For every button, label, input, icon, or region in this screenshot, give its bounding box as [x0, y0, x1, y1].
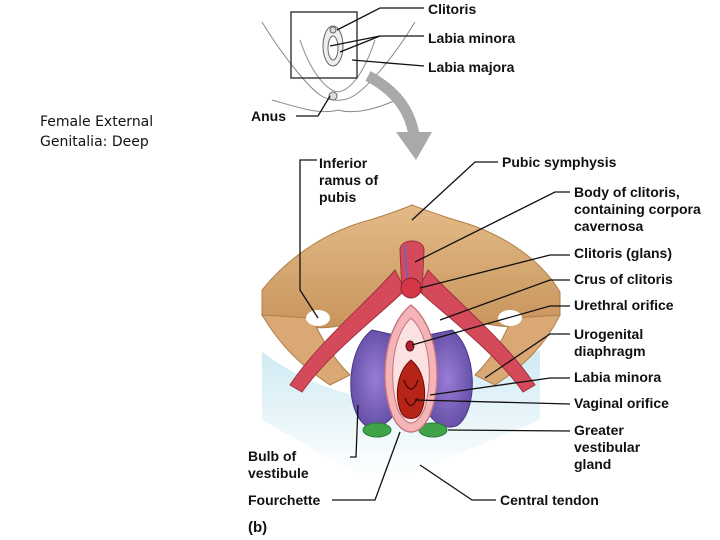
overview-sketch	[261, 11, 416, 113]
label-urogenital-diaphragm-line-1: Urogenital	[574, 326, 643, 342]
label-inferior-ramus: Inferior ramus of pubis	[319, 155, 382, 205]
label-crus-of-clitoris: Crus of clitoris	[574, 271, 673, 287]
label-labia-majora: Labia majora	[428, 59, 515, 75]
label-body-of-clitoris-line-2: containing corpora	[574, 201, 701, 217]
label-inferior-ramus-line-1: Inferior	[319, 155, 368, 171]
label-bulb-of-vestibule-line-1: Bulb of	[248, 448, 297, 464]
label-greater-vestibular-gland-line-1: Greater	[574, 422, 624, 438]
slide-title-line-1: Female External	[40, 114, 154, 130]
label-labia-minora-overview: Labia minora	[428, 30, 515, 46]
label-greater-vestibular-gland-line-2: vestibular	[574, 439, 641, 455]
label-bulb-of-vestibule: Bulb of vestibule	[248, 448, 309, 481]
label-labia-minora: Labia minora	[574, 369, 661, 385]
label-pubic-symphysis: Pubic symphysis	[502, 154, 617, 170]
label-clitoris: Clitoris	[428, 1, 476, 17]
greater-vestibular-gland-left	[362, 422, 392, 438]
clitoris-glans	[400, 277, 422, 299]
deep-view-illustration	[261, 204, 561, 478]
label-vaginal-orifice: Vaginal orifice	[574, 395, 669, 411]
zoom-arrow-icon	[365, 71, 432, 160]
label-urogenital-diaphragm: Urogenital diaphragm	[574, 326, 647, 359]
label-urogenital-diaphragm-line-2: diaphragm	[574, 343, 646, 359]
label-inferior-ramus-line-2: ramus of	[319, 172, 378, 188]
label-urethral-orifice: Urethral orifice	[574, 297, 674, 313]
urethral-orifice	[405, 340, 415, 352]
slide-title-line-2: Genitalia: Deep	[40, 134, 149, 150]
label-clitoris-glans: Clitoris (glans)	[574, 245, 672, 261]
label-bulb-of-vestibule-line-2: vestibule	[248, 465, 309, 481]
label-greater-vestibular-gland-line-3: gland	[574, 456, 611, 472]
label-body-of-clitoris-line-3: cavernosa	[574, 218, 643, 234]
panel-label: (b)	[248, 519, 267, 536]
label-central-tendon: Central tendon	[500, 492, 599, 508]
label-body-of-clitoris: Body of clitoris, containing corpora cav…	[574, 184, 705, 234]
label-inferior-ramus-line-3: pubis	[319, 189, 357, 205]
label-greater-vestibular-gland: Greater vestibular gland	[574, 422, 644, 472]
slide-title: Female External Genitalia: Deep	[40, 112, 240, 152]
label-fourchette: Fourchette	[248, 492, 321, 508]
label-anus: Anus	[251, 108, 286, 124]
label-body-of-clitoris-line-1: Body of clitoris,	[574, 184, 680, 200]
